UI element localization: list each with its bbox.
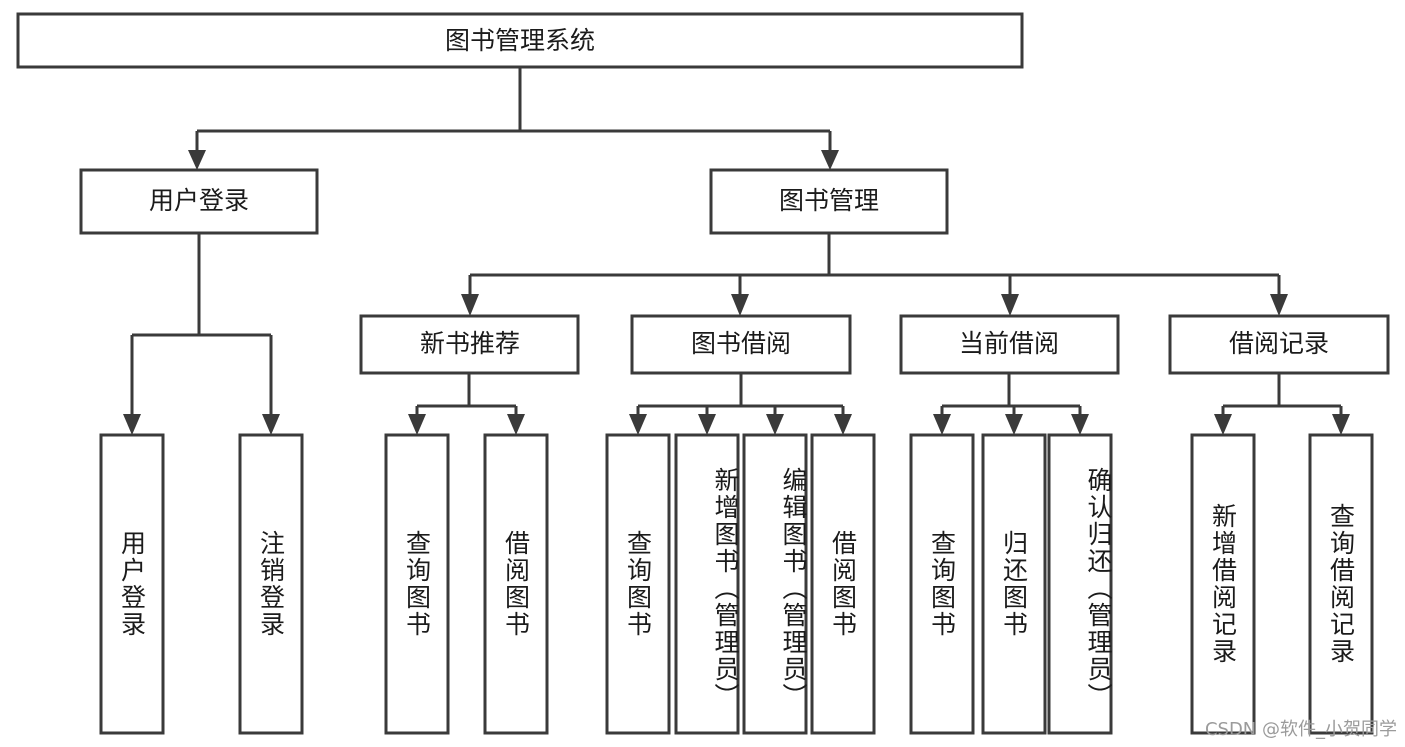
- edges-layer: [123, 67, 1350, 435]
- leaf-box-user-login[interactable]: [99, 433, 165, 735]
- node-root[interactable]: 图书管理系统: [16, 12, 1024, 69]
- node-current-borrow-label: 当前借阅: [959, 329, 1059, 358]
- edge-root-to-level2: [195, 67, 832, 150]
- node-current-borrow-box[interactable]: [899, 314, 1120, 375]
- node-books-management[interactable]: 图书管理: [709, 168, 949, 235]
- arrow-to-leaf-8: [834, 414, 852, 435]
- arrow-to-current-borrow: [1001, 294, 1019, 316]
- edge-booksmgmt-to-level3: [468, 233, 1281, 294]
- edge-borrow-to-leaves: [636, 373, 845, 414]
- arrow-to-borrow-records: [1270, 294, 1288, 316]
- arrow-to-leaf-3: [408, 414, 426, 435]
- leaf-box-add-book-admin[interactable]: [674, 433, 740, 735]
- node-book-borrow-box[interactable]: [630, 314, 852, 375]
- arrow-to-leaf-9: [933, 414, 951, 435]
- node-new-book-recommend-label: 新书推荐: [420, 329, 520, 358]
- node-borrow-records[interactable]: 借阅记录: [1168, 314, 1390, 375]
- leaf-box-logout[interactable]: [238, 433, 304, 735]
- edge-userlogin-to-leaves: [130, 233, 273, 414]
- leaf-boxes-layer: [99, 433, 1374, 735]
- arrow-to-new-books: [461, 294, 479, 316]
- arrow-to-leaf-2: [262, 414, 280, 435]
- leaf-box-add-borrow-record[interactable]: [1190, 433, 1256, 735]
- arrow-to-leaf-10: [1005, 414, 1023, 435]
- arrow-to-leaf-7: [766, 414, 784, 435]
- node-current-borrow[interactable]: 当前借阅: [899, 314, 1120, 375]
- node-new-book-recommend[interactable]: 新书推荐: [359, 314, 580, 375]
- leaf-box-query-books-1[interactable]: [384, 433, 450, 735]
- leaf-box-query-books-3[interactable]: [909, 433, 975, 735]
- node-book-borrow[interactable]: 图书借阅: [630, 314, 852, 375]
- arrow-to-leaf-11: [1071, 414, 1089, 435]
- leaf-box-return-books[interactable]: [981, 433, 1047, 735]
- arrow-to-leaf-5: [629, 414, 647, 435]
- node-borrow-records-label: 借阅记录: [1229, 329, 1329, 358]
- leaf-box-borrow-books-1[interactable]: [483, 433, 549, 735]
- node-root-box[interactable]: [16, 12, 1024, 69]
- node-borrow-records-box[interactable]: [1168, 314, 1390, 375]
- arrow-to-book-borrow: [731, 294, 749, 316]
- edge-records-to-leaves: [1221, 373, 1343, 414]
- arrow-to-books-mgmt: [821, 150, 839, 170]
- node-book-borrow-label: 图书借阅: [691, 329, 791, 358]
- edge-newbooks-to-leaves: [415, 373, 518, 414]
- node-root-label: 图书管理系统: [445, 26, 595, 55]
- node-books-management-box[interactable]: [709, 168, 949, 235]
- leaf-box-confirm-return-admin[interactable]: [1047, 433, 1113, 735]
- node-user-login[interactable]: 用户登录: [79, 168, 319, 235]
- arrow-to-leaf-1: [123, 414, 141, 435]
- leaf-box-query-books-2[interactable]: [605, 433, 671, 735]
- arrow-to-leaf-12: [1214, 414, 1232, 435]
- node-new-book-recommend-box[interactable]: [359, 314, 580, 375]
- node-user-login-box[interactable]: [79, 168, 319, 235]
- leaf-box-query-borrow-record[interactable]: [1308, 433, 1374, 735]
- arrow-to-user-login: [188, 150, 206, 170]
- node-user-login-label: 用户登录: [149, 186, 249, 215]
- csdn-watermark: CSDN @软件_小贺同学: [1204, 719, 1397, 740]
- leaf-box-borrow-books-2[interactable]: [810, 433, 876, 735]
- edge-current-to-leaves: [940, 373, 1082, 414]
- arrow-to-leaf-4: [507, 414, 525, 435]
- arrow-to-leaf-13: [1332, 414, 1350, 435]
- arrow-to-leaf-6: [698, 414, 716, 435]
- leaf-box-edit-book-admin[interactable]: [742, 433, 808, 735]
- node-books-management-label: 图书管理: [779, 186, 879, 215]
